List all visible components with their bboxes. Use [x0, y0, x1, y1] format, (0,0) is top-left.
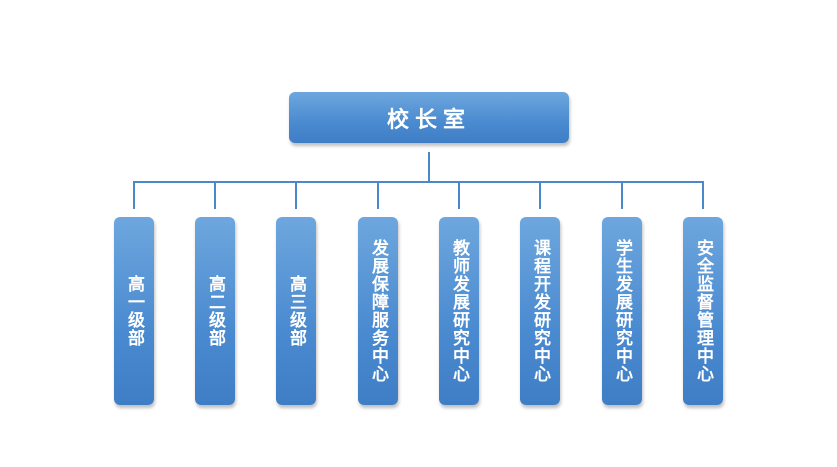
child-node-label: 安全监督管理中心	[693, 239, 713, 383]
child-node-label: 教师发展研究中心	[449, 239, 469, 383]
child-node: 高三级部	[276, 217, 316, 405]
child-node: 高一级部	[114, 217, 154, 405]
child-connector	[214, 182, 216, 209]
child-node: 发展保障服务中心	[358, 217, 398, 405]
root-connector	[428, 152, 430, 183]
child-node: 高二级部	[195, 217, 235, 405]
child-node-label: 高一级部	[124, 275, 144, 347]
child-node: 教师发展研究中心	[439, 217, 479, 405]
child-node-label: 学生发展研究中心	[612, 239, 632, 383]
root-node-label: 校长室	[386, 107, 471, 133]
child-node-label: 发展保障服务中心	[368, 239, 388, 383]
child-node-label: 高三级部	[286, 275, 306, 347]
child-connector	[295, 182, 297, 209]
horizontal-connector	[133, 181, 704, 183]
child-connector	[133, 182, 135, 209]
root-node-principal-office: 校长室	[289, 92, 569, 143]
child-node-label: 高二级部	[205, 275, 225, 347]
child-connector	[702, 182, 704, 209]
child-connector	[377, 182, 379, 209]
child-node: 安全监督管理中心	[683, 217, 723, 405]
child-connector	[458, 182, 460, 209]
child-node: 学生发展研究中心	[602, 217, 642, 405]
child-connector	[621, 182, 623, 209]
child-connector	[539, 182, 541, 209]
child-node-label: 课程开发研究中心	[530, 239, 550, 383]
child-node: 课程开发研究中心	[520, 217, 560, 405]
